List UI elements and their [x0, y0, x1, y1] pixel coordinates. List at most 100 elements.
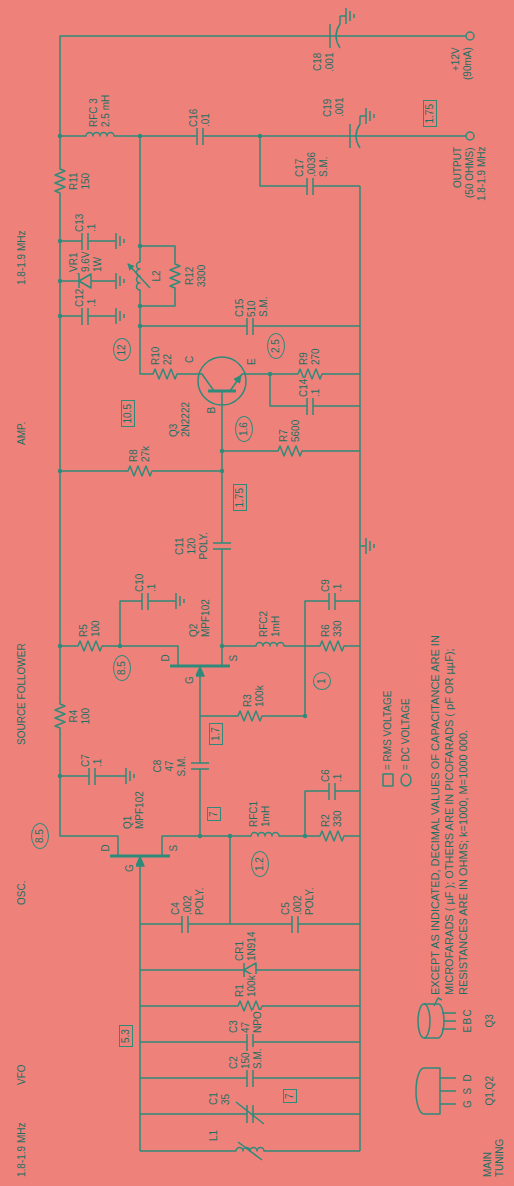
wiring: [55, 8, 466, 1160]
voltage-value: 8.5: [116, 661, 127, 675]
resistor-symbol: [55, 696, 65, 736]
inductor-symbol: [230, 1148, 270, 1152]
resistor-symbol: [120, 466, 160, 476]
voltage-value: 7: [208, 811, 219, 817]
rms-voltage-box: 7: [283, 1089, 297, 1103]
capacitor-symbol: [65, 307, 105, 325]
component-label: +12V: [450, 46, 462, 72]
component-label: C19: [322, 98, 334, 118]
rms-voltage-box: 1.7: [209, 723, 223, 745]
component-label: 22: [162, 353, 174, 366]
transistor-outline: [418, 1004, 430, 1038]
legend-text: = DC VOLTAGE: [400, 698, 411, 770]
component-label: 1mH: [270, 615, 282, 638]
component-label: S: [462, 1087, 474, 1096]
ground-symbol: [360, 108, 374, 124]
voltage-value: 7: [284, 1093, 295, 1099]
component-label: OUTPUT: [452, 146, 464, 189]
component-label: R2: [320, 813, 332, 828]
component-label: D: [100, 843, 112, 852]
component-label: 5600: [290, 419, 302, 443]
resistor-symbol: [230, 1001, 270, 1011]
component-label: 1mH: [260, 805, 272, 828]
jfet-channel: [110, 391, 236, 856]
component-label: 270: [310, 347, 322, 366]
component-label: R10: [150, 346, 162, 366]
component-label: R3: [242, 693, 254, 708]
component-label: .0036: [306, 151, 318, 178]
component-label: .1: [332, 773, 344, 783]
component-label: .1: [92, 758, 104, 768]
component-label: 330: [332, 809, 344, 828]
inductor-symbol: [137, 256, 141, 296]
ground-symbol: [110, 273, 124, 289]
rms-voltage-box: 1.75: [233, 484, 247, 511]
component-label: R1: [234, 983, 246, 998]
component-label: POLY.: [304, 887, 316, 916]
component-label: .002: [182, 895, 194, 916]
component-label: R4: [68, 709, 80, 724]
component-label: OSC.: [16, 880, 28, 906]
component-label: 1W: [92, 256, 104, 273]
component-label: AMP.: [16, 421, 28, 446]
component-label: C17: [294, 158, 306, 178]
adjust-arrow: [128, 264, 264, 1160]
resistor-symbol: [145, 369, 185, 379]
component-label: R12: [184, 266, 196, 286]
resistor-symbol: [170, 256, 180, 296]
component-label: S.M.: [252, 1047, 264, 1070]
component-label: C15: [234, 298, 246, 318]
component-label: 150: [240, 1051, 252, 1070]
capacitor-symbol: [230, 1105, 270, 1123]
capacitor-symbol: [180, 127, 220, 145]
component-label: 510: [246, 299, 258, 318]
legend-sample-box: [383, 774, 393, 786]
component-label: S.M.: [258, 295, 270, 318]
voltage-value: 1.75: [424, 104, 435, 123]
component-label: .1: [86, 223, 98, 233]
component-label: RFC2: [258, 610, 270, 638]
resistor-symbol: [70, 641, 110, 651]
component-label: C: [184, 355, 196, 364]
component-label: C10: [134, 573, 146, 593]
dc-voltage-circle: 8.5: [31, 823, 49, 849]
legend-text: = RMS VOLTAGE: [382, 691, 393, 770]
component-label: C8: [152, 759, 164, 774]
capacitor-symbol: [290, 177, 330, 195]
legend-entry: = RMS VOLTAGE: [382, 691, 394, 770]
component-label: (50 OHMS): [464, 146, 476, 199]
voltage-value: 1.2: [254, 857, 265, 871]
component-label: .001: [334, 97, 346, 118]
component-label: B: [206, 406, 218, 415]
component-label: C9: [320, 578, 332, 593]
component-label: C1: [208, 1091, 220, 1106]
capacitor-symbol: [125, 592, 165, 610]
voltage-value: 1.75: [234, 488, 245, 507]
capacitor-symbol: [213, 526, 231, 566]
component-label: MPF102: [200, 598, 212, 638]
resistor-symbol: [312, 831, 352, 841]
dc-voltage-circle: 8.5: [113, 655, 131, 681]
component-label: C4: [170, 901, 182, 916]
component-label: 3300: [196, 264, 208, 288]
component-label: MPF102: [134, 790, 146, 830]
component-label: MAIN TUNING: [482, 1124, 506, 1178]
component-label: 100k: [254, 684, 266, 708]
voltage-value: 1: [316, 678, 327, 684]
component-label: .001: [324, 52, 336, 73]
component-label: 330: [332, 619, 344, 638]
inductor-symbol: [245, 833, 285, 837]
component-label: .01: [200, 112, 212, 128]
component-label: CR1: [234, 940, 246, 962]
resistor-symbol: [270, 446, 310, 456]
component-label: 27k: [140, 445, 152, 463]
voltage-value: 10.5: [122, 404, 133, 423]
component-label: R9: [298, 351, 310, 366]
component-label: 1.8-1.9 MHz: [476, 146, 488, 202]
component-label: C6: [320, 768, 332, 783]
component-label: L2: [151, 269, 163, 282]
component-label: 47: [164, 759, 176, 772]
capacitor-symbol: [230, 1069, 270, 1087]
transistor-arrows: [136, 376, 241, 866]
